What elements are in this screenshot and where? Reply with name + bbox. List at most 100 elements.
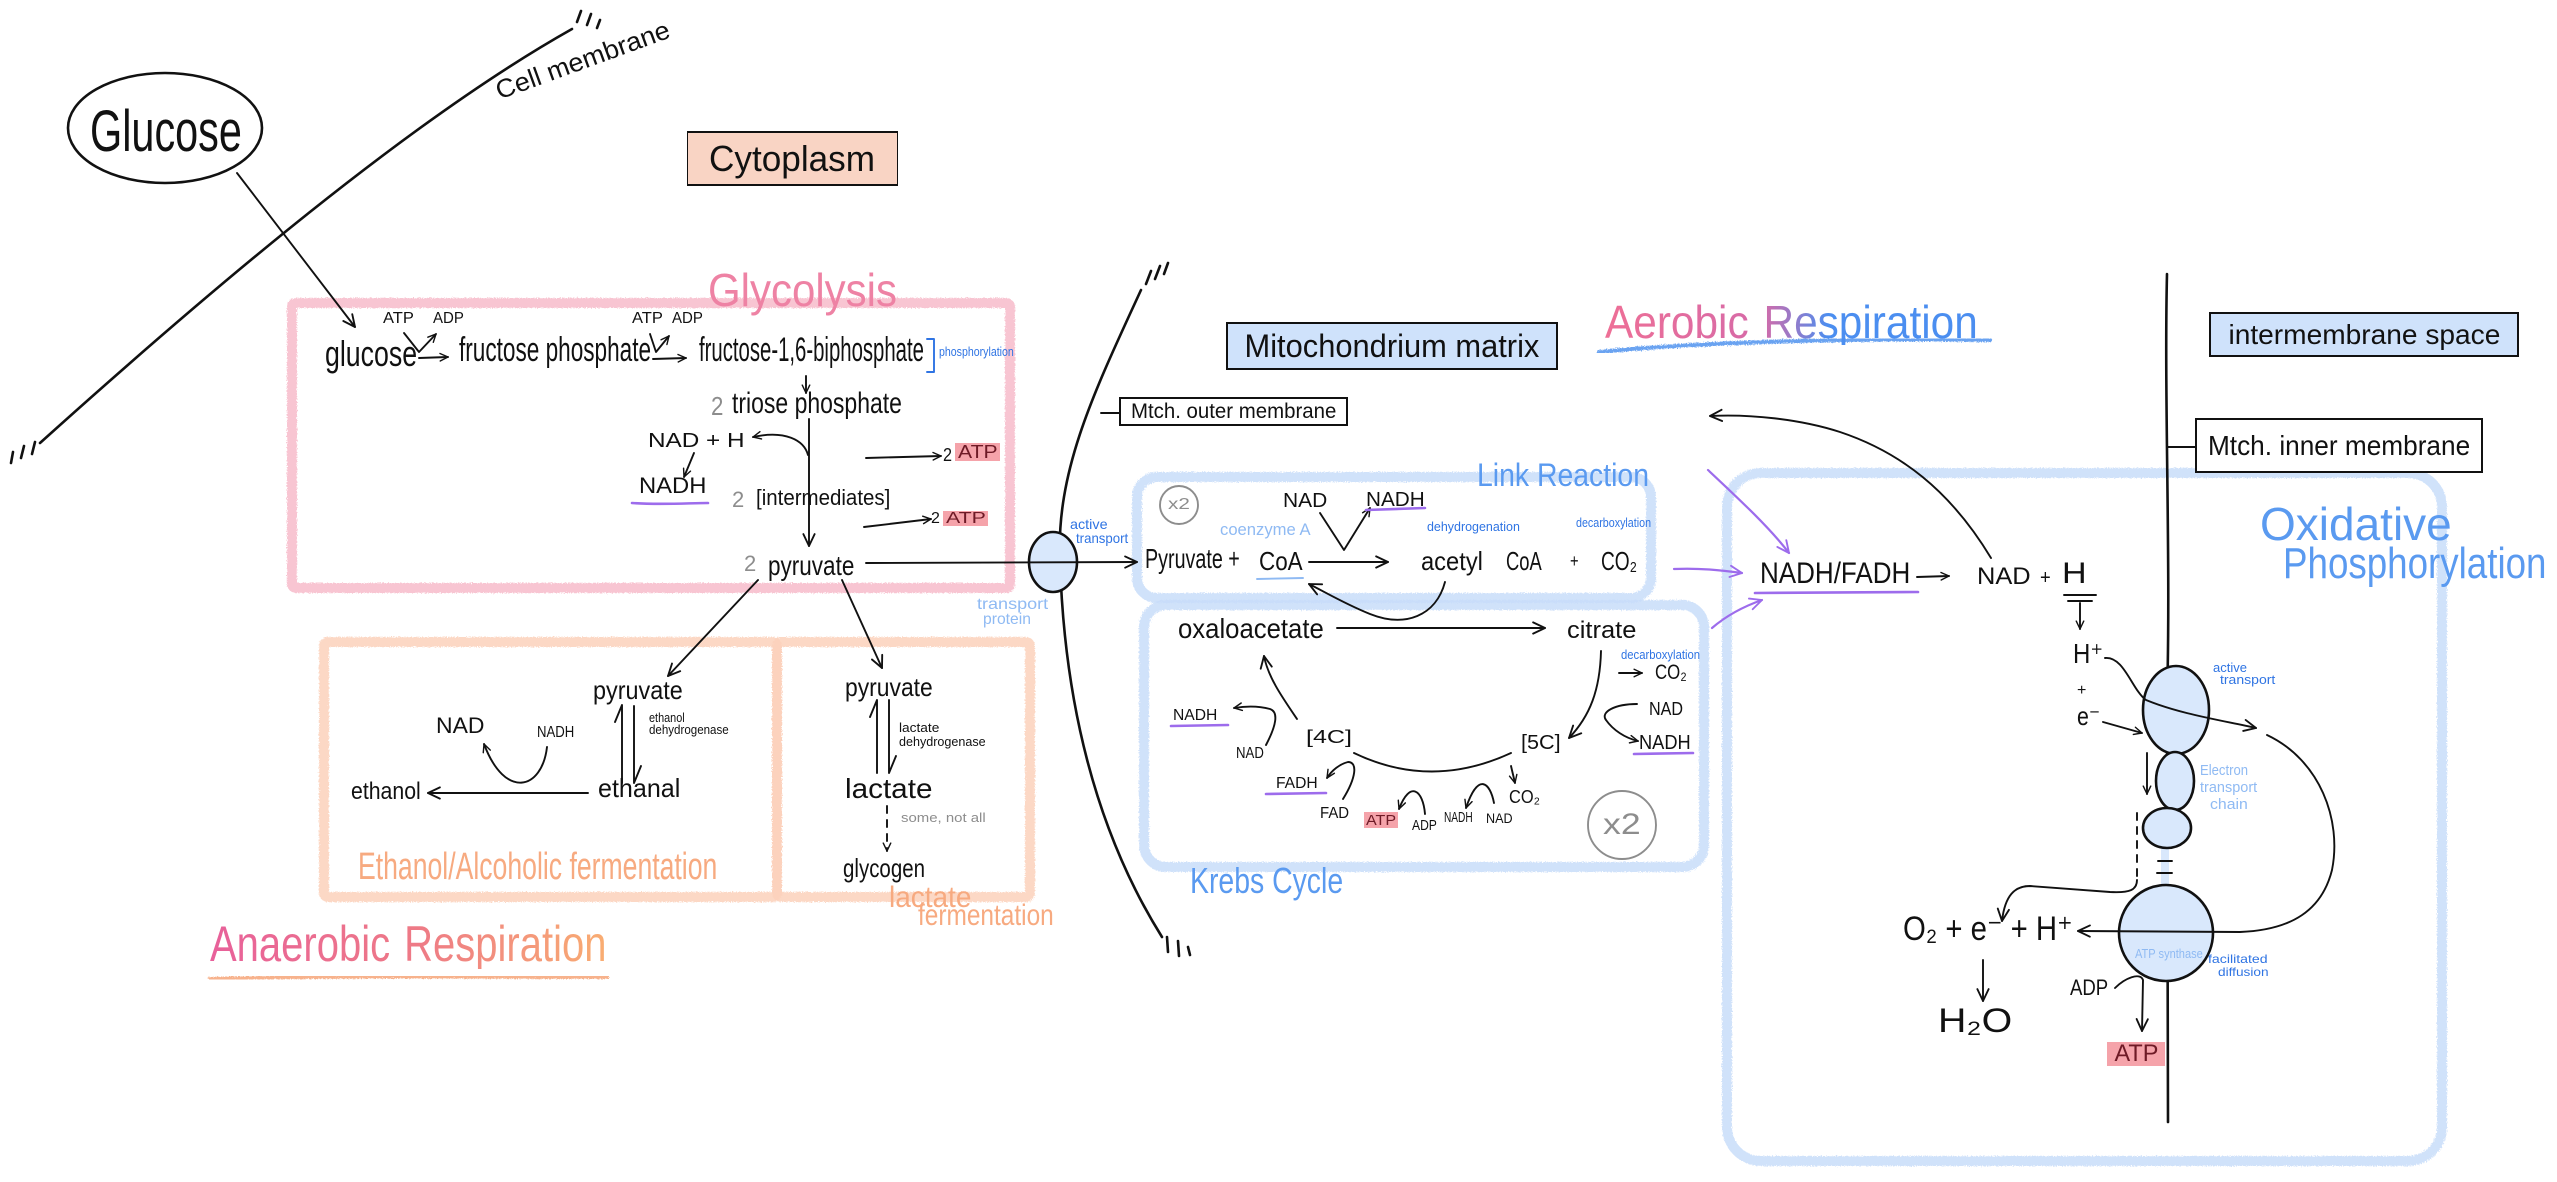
coa-underline xyxy=(1256,577,1304,580)
krebs-cycle-title: Krebs Cycle xyxy=(1190,860,1344,901)
link-decarboxylation-note: decarboxylation xyxy=(1576,515,1652,530)
nadh-underline-glycolysis xyxy=(630,501,710,506)
glycolysis-title: Glycolysis xyxy=(708,264,898,316)
fadh-underline xyxy=(1264,791,1328,796)
krebs-cycle-region-border xyxy=(1139,600,1709,872)
oxidative-phosphorylation-region-border xyxy=(1722,468,2447,1166)
ox-adp: ADP xyxy=(2070,975,2109,1000)
five-carbon: [5C] xyxy=(1521,732,1561,754)
arrow-nad-to-nadh-5c xyxy=(1603,703,1639,744)
mitochondrion-inner-membrane-line xyxy=(2164,272,2170,1124)
link-plus: + xyxy=(1570,551,1579,571)
carriers-underline xyxy=(1753,590,1920,595)
arrow-5c-to-co2 xyxy=(1508,765,1518,784)
aerobic-title-underline xyxy=(1597,337,1992,354)
etc-complex-2 xyxy=(2154,750,2196,812)
cell-membrane-break-top xyxy=(575,9,602,30)
aerobic-title-word2: Respiration xyxy=(1763,296,1978,348)
arrow-nadh-to-nad xyxy=(482,743,548,784)
atp-yield-2-count: 2 xyxy=(931,510,940,527)
outer-membrane-label-box: Mtch. outer membrane xyxy=(1119,397,1348,426)
ox-h: H xyxy=(2062,557,2087,590)
anaerobic-title-underline xyxy=(208,974,609,981)
link-product-acetyl: acetyl xyxy=(1421,546,1483,576)
synthase-note-line2: diffusion xyxy=(2218,965,2269,979)
synthase-note-line1: facilitated xyxy=(2208,952,2268,966)
h-double-underline xyxy=(2063,594,2097,602)
step2-adp: ADP xyxy=(672,310,703,327)
coenzyme-note: coenzyme A xyxy=(1220,520,1311,539)
krebs-nad-3: NAD xyxy=(1486,810,1513,826)
atp-yield-1-highlight: ATP xyxy=(955,443,1000,461)
step1-adp: ADP xyxy=(433,310,464,327)
krebs-nadh-1: NADH xyxy=(1639,732,1691,754)
link-reaction-region-border xyxy=(1132,472,1656,603)
alcoholic-enzyme-line1: ethanol xyxy=(649,710,685,725)
etc-label-line3: chain xyxy=(2210,796,2248,813)
h-ion: H⁺ xyxy=(2073,638,2103,669)
nadh-underline-oxaloacetate xyxy=(1169,723,1230,728)
lactate-enzyme-line1: lactate xyxy=(899,720,940,735)
water: H₂O xyxy=(1938,1002,2013,1040)
ox-plus-2: + xyxy=(2077,682,2087,699)
arrow-pyruvate-to-alcoholic xyxy=(667,579,759,677)
intermediates: [intermediates] xyxy=(756,485,891,510)
electron-carriers: NADH/FADH xyxy=(1760,557,1911,590)
arrow-atp-yield-2 xyxy=(863,515,932,528)
arrow-to-nad-plus-h xyxy=(752,430,809,456)
arrow-acetyl-coa-recycles-coa xyxy=(1308,581,1446,621)
ethanal: ethanal xyxy=(598,773,681,803)
arrow-h-ion-return-through-synthase xyxy=(2077,734,2336,938)
ox-atp-highlight: ATP xyxy=(2107,1042,2165,1066)
complex-connector-dashes xyxy=(2156,860,2173,874)
matrix-label-box: Mitochondrium matrix xyxy=(1226,322,1558,370)
glycolysis-glucose: glucose xyxy=(325,333,418,374)
nadh-underline-5c xyxy=(1632,751,1695,756)
krebs-nadh-3: NADH xyxy=(1444,809,1473,826)
krebs-nad-2: NAD xyxy=(1236,745,1264,762)
arrow-adp-to-atp-krebs xyxy=(1397,790,1426,815)
link-multiplier: x2 xyxy=(1168,496,1190,513)
krebs-atp-highlight: ATP xyxy=(1364,812,1398,828)
arrow-atp-to-adp-step2 xyxy=(649,333,670,353)
krebs-atp: ATP xyxy=(1365,811,1397,829)
arrow-fructose-phosphate-to-biphosphate xyxy=(652,353,687,363)
intermembrane-space-label-box: intermembrane space xyxy=(2209,312,2519,357)
inner-membrane-label: Mtch. inner membrane xyxy=(2207,429,2471,461)
arrow-atp-to-adp-step1 xyxy=(403,332,437,353)
complex-linker xyxy=(2161,846,2169,888)
inner-membrane-label-box: Mtch. inner membrane xyxy=(2195,418,2483,473)
phosphorylation-bracket xyxy=(926,338,935,373)
outer-membrane-break-top xyxy=(1144,261,1170,286)
aerobic-title-word1: Aerobic xyxy=(1605,296,1749,348)
glucose-label: Glucose xyxy=(90,99,242,164)
glycolysis-nadh: NADH xyxy=(639,473,707,498)
atp-synthase-label: ATP synthase xyxy=(2135,946,2203,961)
ox-atp: ATP xyxy=(2114,1040,2158,1067)
triose-count: 2 xyxy=(711,391,724,421)
atp-yield-2-label: ATP xyxy=(945,509,986,527)
atp-synthase xyxy=(2117,883,2215,983)
lactate: lactate xyxy=(845,773,933,804)
equilibrium-arrows-lactate xyxy=(869,699,897,774)
triose-phosphate: triose phosphate xyxy=(732,387,902,420)
equilibrium-arrows-alcoholic xyxy=(614,704,642,784)
anaerobic-title-word2: Respiration xyxy=(404,916,607,972)
krebs-co2-2: CO₂ xyxy=(1509,787,1541,807)
arrow-h-ion-pumped xyxy=(2104,657,2257,732)
krebs-arc-5c-to-4c xyxy=(1353,752,1512,773)
krebs-multiplier: x2 xyxy=(1603,808,1641,841)
alcoholic-pyruvate: pyruvate xyxy=(593,675,683,705)
citrate: citrate xyxy=(1567,617,1637,644)
transport-protein-label-line2: protein xyxy=(983,611,1031,628)
pyruvate-count: 2 xyxy=(744,551,757,576)
atp-yield-2-highlight: ATP xyxy=(943,509,988,527)
anaerobic-title-word1: Anaerobic xyxy=(210,916,391,972)
cytoplasm-label: Cytoplasm xyxy=(709,137,876,179)
arrow-krebs-to-carriers xyxy=(1710,597,1764,630)
phosphorylation-note: phosphorylation xyxy=(939,344,1014,359)
arrow-atp-yield-1 xyxy=(865,451,942,461)
arrow-nad-recycled-to-matrix xyxy=(1709,408,1992,559)
glucose-bubble xyxy=(66,71,264,185)
